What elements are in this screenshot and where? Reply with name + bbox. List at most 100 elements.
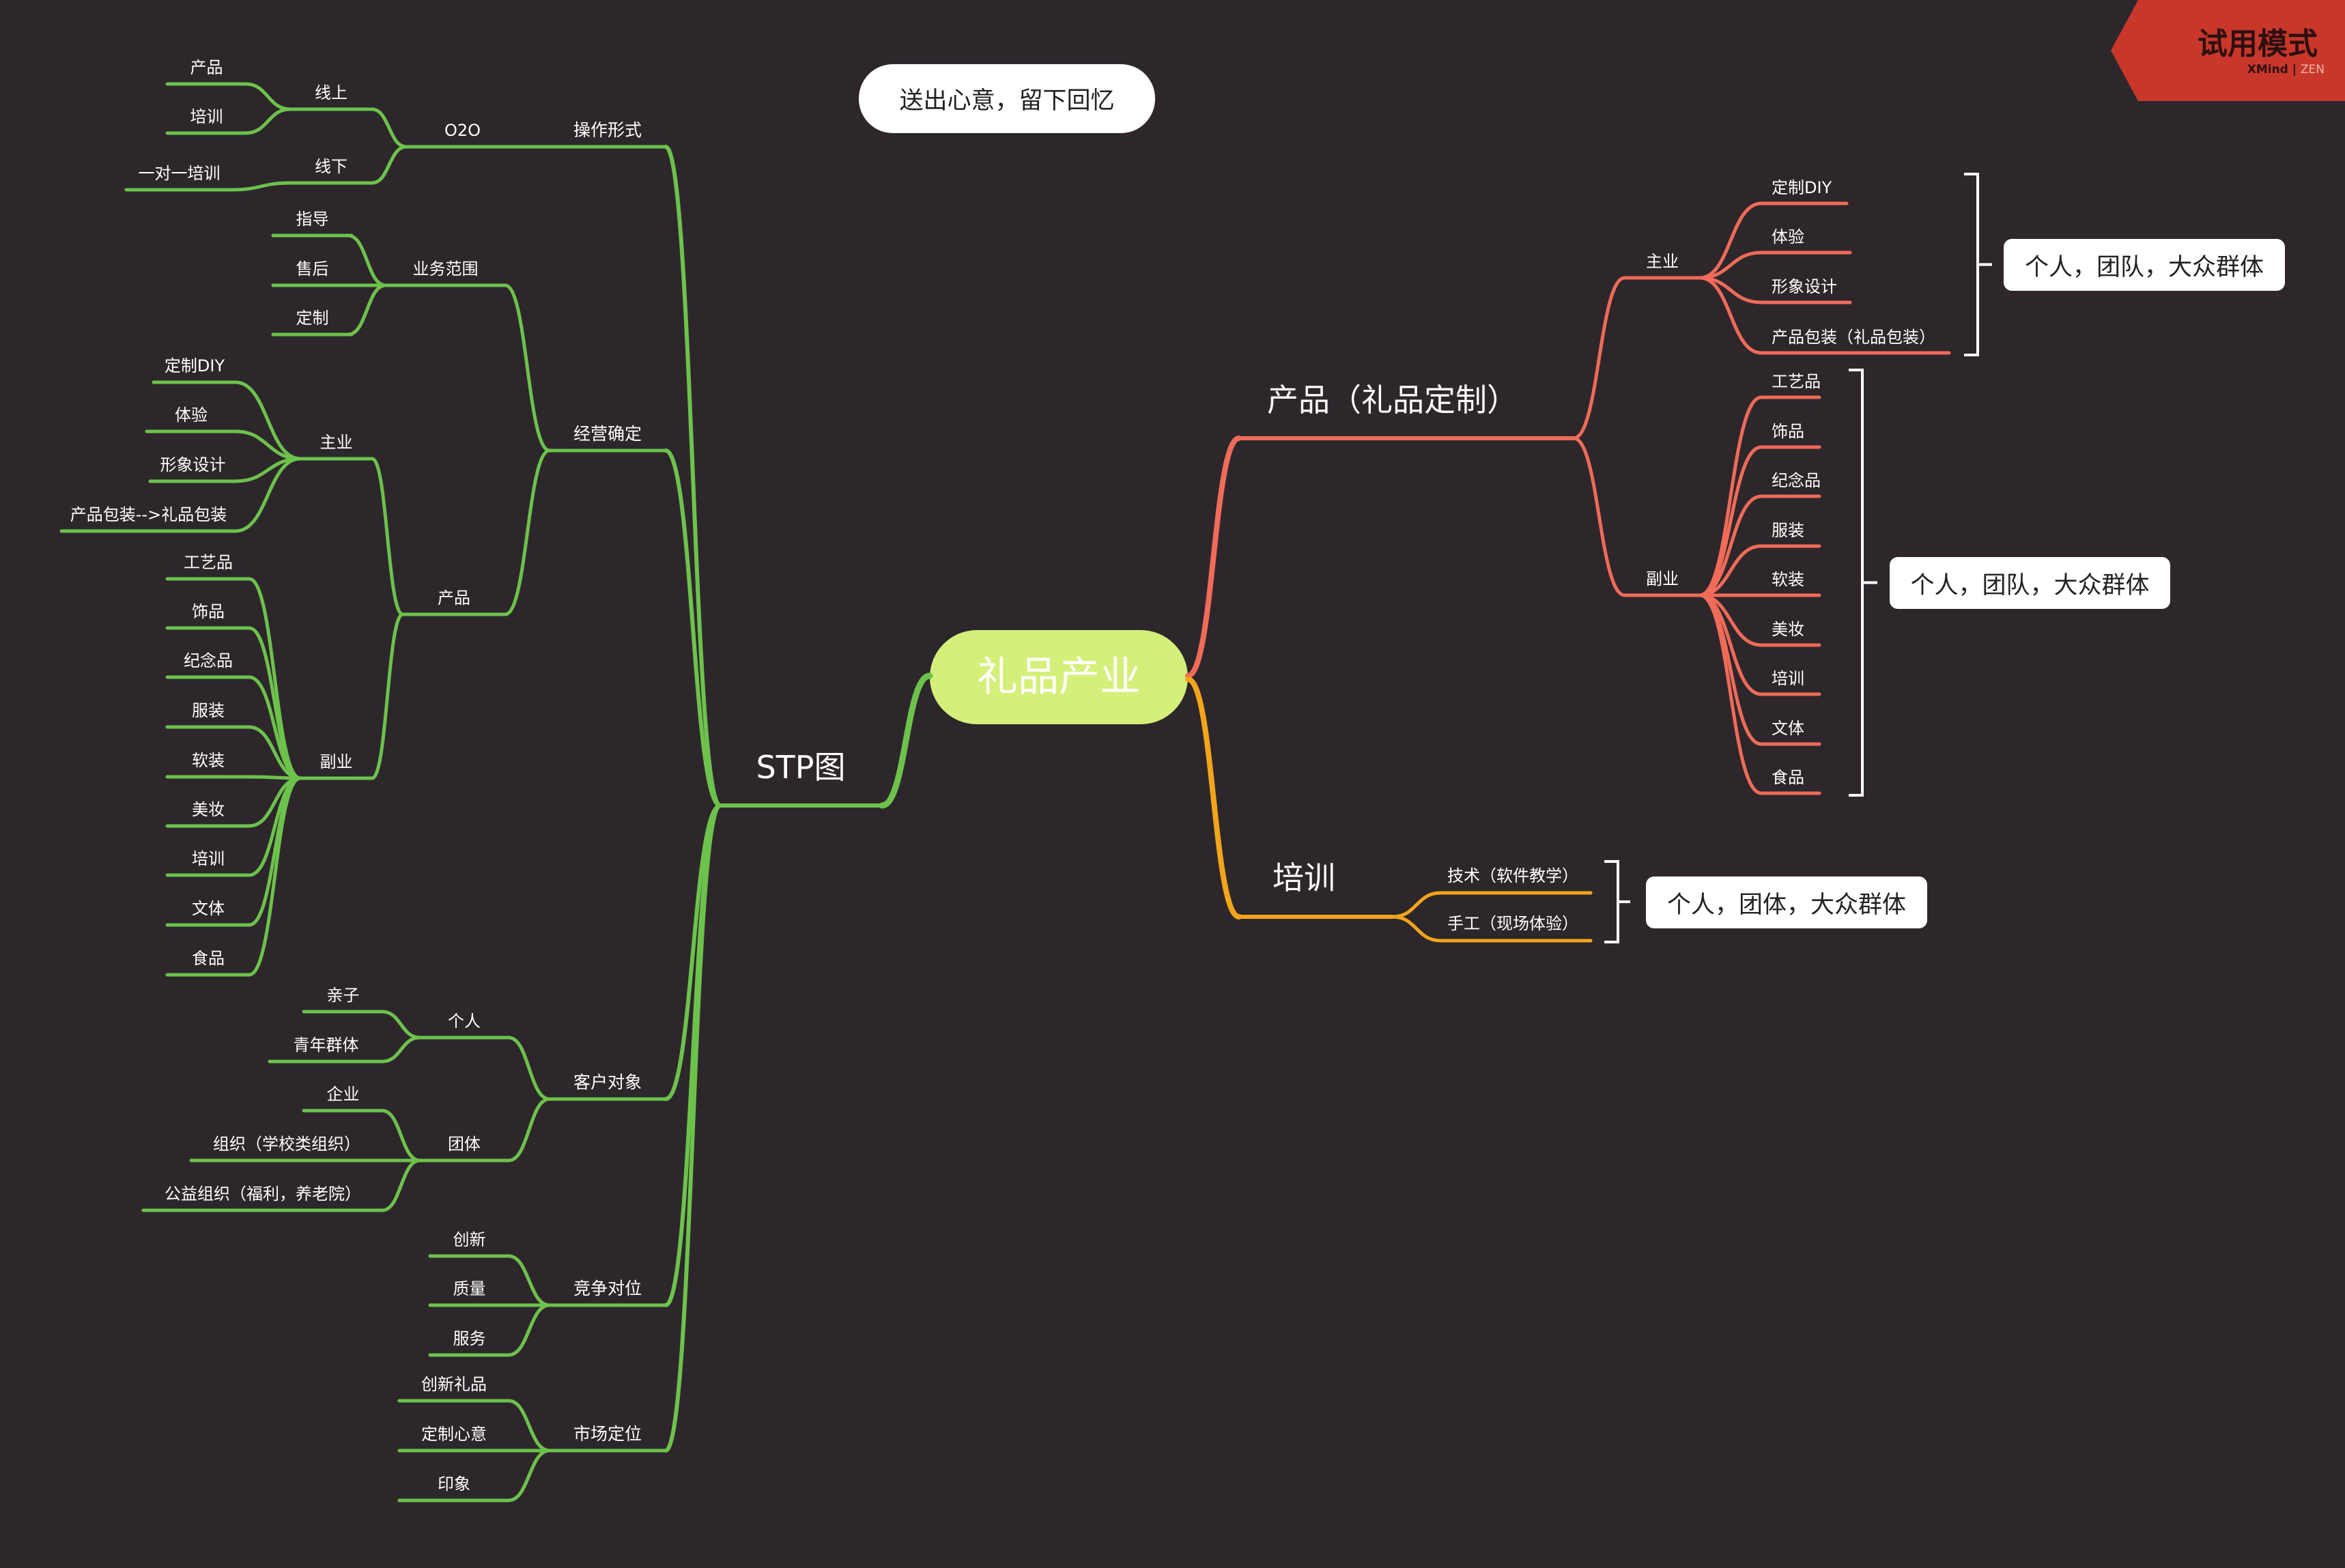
customer-target[interactable]: 客户对象 — [573, 1072, 642, 1092]
left-main-item-2[interactable]: 形象设计 — [160, 455, 226, 474]
main-business-bracket — [1964, 173, 1992, 356]
market-item-2[interactable]: 印象 — [438, 1474, 470, 1494]
connector — [380, 1109, 422, 1163]
summary-callout-training[interactable]: 个人，团体，大众群体 — [1646, 876, 1927, 928]
connector — [1698, 276, 1763, 355]
connector — [370, 145, 408, 185]
left-main-business[interactable]: 主业 — [320, 433, 353, 452]
online-product[interactable]: 产品 — [190, 58, 223, 77]
connector — [244, 107, 292, 135]
trial-mode-badge[interactable]: 试用模式 XMind | ZEN — [2111, 0, 2345, 101]
connector — [507, 1254, 552, 1307]
connector — [507, 1303, 552, 1357]
group-item-1[interactable]: 组织（学校类组织） — [213, 1135, 360, 1154]
right-side-item-2[interactable]: 纪念品 — [1772, 471, 1821, 490]
left-side-item-6[interactable]: 培训 — [192, 849, 225, 868]
root-to-stp-connector — [879, 672, 933, 809]
training-branch-label[interactable]: 培训 — [1273, 859, 1335, 896]
connector — [503, 283, 552, 453]
business-scope[interactable]: 业务范围 — [413, 259, 479, 279]
trial-badge-shape — [2111, 0, 2345, 101]
left-side-item-5[interactable]: 美妆 — [192, 800, 225, 819]
right-side-item-1[interactable]: 饰品 — [1772, 422, 1804, 441]
summary-callout-main-business[interactable]: 个人，团队，大众群体 — [2004, 239, 2285, 291]
right-main-item-3[interactable]: 产品包装（礼品包装） — [1772, 328, 1935, 347]
right-main-item-2[interactable]: 形象设计 — [1772, 277, 1837, 296]
business-setup[interactable]: 经营确定 — [573, 424, 642, 444]
customer-individual[interactable]: 个人 — [448, 1012, 481, 1031]
market-item-0[interactable]: 创新礼品 — [421, 1375, 487, 1394]
left-side-item-0[interactable]: 工艺品 — [184, 553, 233, 572]
summary-callout-side-business[interactable]: 个人，团队，大众群体 — [1890, 557, 2170, 609]
left-side-item-4[interactable]: 软装 — [192, 751, 225, 770]
right-side-item-7[interactable]: 文体 — [1772, 719, 1804, 738]
o2o-topic[interactable]: O2O — [444, 121, 481, 140]
training-bracket — [1604, 860, 1630, 943]
right-side-item-6[interactable]: 培训 — [1772, 669, 1804, 688]
operation-form[interactable]: 操作形式 — [573, 120, 642, 140]
competition-item-0[interactable]: 创新 — [453, 1230, 486, 1249]
training-item-0[interactable]: 技术（软件教学） — [1447, 866, 1578, 885]
connector — [503, 448, 552, 616]
connector — [380, 1010, 422, 1040]
right-side-item-4[interactable]: 软装 — [1772, 570, 1804, 589]
stp-topic-label[interactable]: STP图 — [756, 749, 845, 786]
scope-customization[interactable]: 定制 — [296, 309, 329, 328]
online-topic[interactable]: 线上 — [315, 83, 347, 102]
right-side-item-5[interactable]: 美妆 — [1772, 620, 1804, 639]
root-topic-label[interactable]: 礼品产业 — [977, 653, 1141, 701]
market-position[interactable]: 市场定位 — [573, 1424, 642, 1444]
right-side-item-3[interactable]: 服装 — [1772, 521, 1804, 540]
competitive-position[interactable]: 竞争对位 — [573, 1279, 642, 1298]
market-item-1[interactable]: 定制心意 — [421, 1425, 487, 1444]
connector — [346, 283, 388, 337]
connector — [1698, 544, 1763, 597]
left-main-item-3[interactable]: 产品包装-->礼品包装 — [70, 505, 227, 524]
left-main-item-1[interactable]: 体验 — [175, 405, 208, 425]
connector — [507, 1399, 552, 1453]
connector — [507, 1036, 552, 1101]
scope-after-sales[interactable]: 售后 — [296, 259, 329, 279]
connector — [247, 775, 302, 780]
right-main-business[interactable]: 主业 — [1646, 252, 1679, 271]
individual-youth[interactable]: 青年群体 — [294, 1036, 359, 1055]
left-main-item-0[interactable]: 定制DIY — [165, 356, 225, 375]
left-side-item-1[interactable]: 饰品 — [192, 602, 225, 621]
individual-parent-child[interactable]: 亲子 — [327, 986, 360, 1005]
product-branch-label[interactable]: 产品（礼品定制） — [1267, 382, 1518, 418]
competition-item-1[interactable]: 质量 — [453, 1279, 486, 1298]
training-item-1[interactable]: 手工（现场体验） — [1447, 914, 1578, 933]
root-topic[interactable] — [930, 630, 1188, 724]
trial-brand-label: XMind | ZEN — [2247, 63, 2325, 76]
floating-topic[interactable]: 送出心意，留下回忆 — [859, 64, 1155, 133]
left-side-item-8[interactable]: 食品 — [192, 949, 225, 968]
left-side-business[interactable]: 副业 — [320, 752, 353, 771]
scope-guidance[interactable]: 指导 — [296, 210, 329, 229]
customer-group[interactable]: 团体 — [448, 1135, 481, 1154]
connector — [1698, 445, 1763, 597]
right-side-business[interactable]: 副业 — [1646, 569, 1679, 588]
right-main-item-1[interactable]: 体验 — [1772, 227, 1804, 246]
market-position-connector — [664, 803, 722, 1453]
left-side-item-7[interactable]: 文体 — [192, 899, 225, 918]
group-item-2[interactable]: 公益组织（福利，养老院） — [165, 1184, 361, 1203]
right-main-item-0[interactable]: 定制DIY — [1772, 178, 1832, 197]
offline-topic[interactable]: 线下 — [315, 157, 347, 176]
left-side-item-2[interactable]: 纪念品 — [184, 651, 233, 670]
connector — [247, 725, 302, 780]
group-item-0[interactable]: 企业 — [327, 1085, 360, 1104]
connector — [244, 82, 292, 111]
connector — [380, 1036, 422, 1064]
right-side-item-8[interactable]: 食品 — [1772, 768, 1804, 787]
connector — [346, 233, 388, 287]
offline-one-on-one[interactable]: 一对一培训 — [139, 164, 221, 183]
trial-mode-label: 试用模式 — [2198, 27, 2318, 61]
right-side-item-0[interactable]: 工艺品 — [1772, 372, 1821, 391]
competition-item-2[interactable]: 服务 — [453, 1329, 486, 1348]
connector — [507, 1449, 552, 1502]
root-to-training-connector — [1185, 676, 1242, 920]
left-side-item-3[interactable]: 服装 — [192, 701, 225, 720]
business-product[interactable]: 产品 — [438, 588, 470, 608]
root-to-product-connector — [1185, 436, 1242, 679]
online-training[interactable]: 培训 — [190, 107, 223, 126]
